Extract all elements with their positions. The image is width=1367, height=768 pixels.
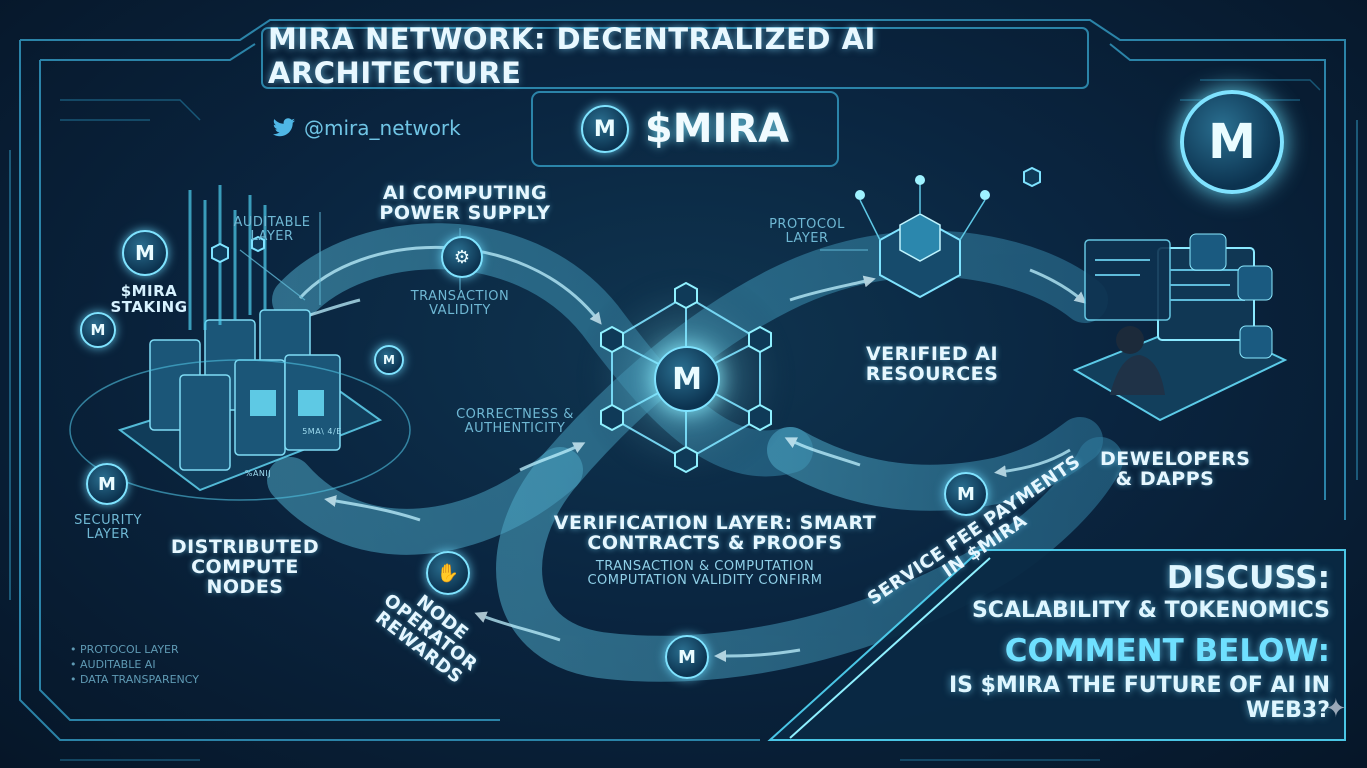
mira-logo-icon: M [581, 105, 629, 153]
server-tag: 5MA\ 4/E [292, 428, 352, 436]
sparkle-icon: ✦ [1325, 694, 1347, 724]
cta-panel: DISCUSS: SCALABILITY & TOKENOMICS COMMEN… [860, 560, 1330, 723]
mira-coin-icon: M [80, 312, 116, 348]
mira-hub-icon: M [654, 346, 720, 412]
cta-comment: COMMENT BELOW: [860, 633, 1330, 669]
reward-hand-icon: ✋ [426, 551, 470, 595]
server-tag: %ANIJ [228, 470, 288, 478]
page-title: MIRA NETWORK: DECENTRALIZED AI ARCHITECT… [268, 30, 1082, 82]
developer-workstation [1075, 234, 1285, 420]
label-verification-sub: TRANSACTION & COMPUTATION COMPUTATION VA… [570, 560, 840, 587]
twitter-handle: @mira_network [304, 116, 461, 140]
token-symbol: $MIRA [645, 106, 789, 152]
mira-coin-icon: M [665, 635, 709, 679]
note-item: • AUDITABLE AI [70, 657, 199, 672]
label-distributed-nodes: DISTRIBUTED COMPUTE NODES [150, 538, 340, 598]
mira-coin-icon: M [86, 463, 128, 505]
label-verification-title: VERIFICATION LAYER: SMART CONTRACTS & PR… [545, 514, 885, 554]
note-item: • DATA TRANSPARENCY [70, 672, 199, 687]
label-security-layer: SECURITY LAYER [58, 514, 158, 541]
label-transaction-validity: TRANSACTION VALIDITY [400, 290, 520, 317]
label-auditable-layer: AUDITABLE LAYER [222, 216, 322, 243]
gear-coin-icon: ⚙ [441, 236, 483, 278]
label-correctness: CORRECTNESS & AUTHENTICITY [445, 408, 585, 435]
mira-coin-icon: M [944, 472, 988, 516]
cta-topics: SCALABILITY & TOKENOMICS [860, 598, 1330, 623]
server-cluster [120, 310, 380, 490]
twitter-bird-icon [272, 118, 296, 138]
mira-logo-large-icon: M [1180, 90, 1284, 194]
cta-question: IS $MIRA THE FUTURE OF AI IN WEB3? [860, 673, 1330, 723]
label-mira-staking: $MIRA STAKING [104, 284, 194, 316]
legend-notes: • PROTOCOL LAYER • AUDITABLE AI • DATA T… [70, 642, 199, 687]
note-item: • PROTOCOL LAYER [70, 642, 199, 657]
mira-coin-icon: M [374, 345, 404, 375]
label-verified-ai: VERIFIED AI RESOURCES [852, 345, 1012, 385]
cta-discuss: DISCUSS: [860, 560, 1330, 596]
social-handle[interactable]: @mira_network [272, 116, 461, 140]
mira-coin-icon: M [122, 230, 168, 276]
label-ai-power-supply: AI COMPUTING POWER SUPPLY [365, 184, 565, 224]
token-badge: M $MIRA [540, 96, 830, 162]
label-developers: DEWELOPERS & dAPPS [1100, 450, 1230, 490]
label-protocol-layer: PROTOCOL LAYER [752, 218, 862, 245]
